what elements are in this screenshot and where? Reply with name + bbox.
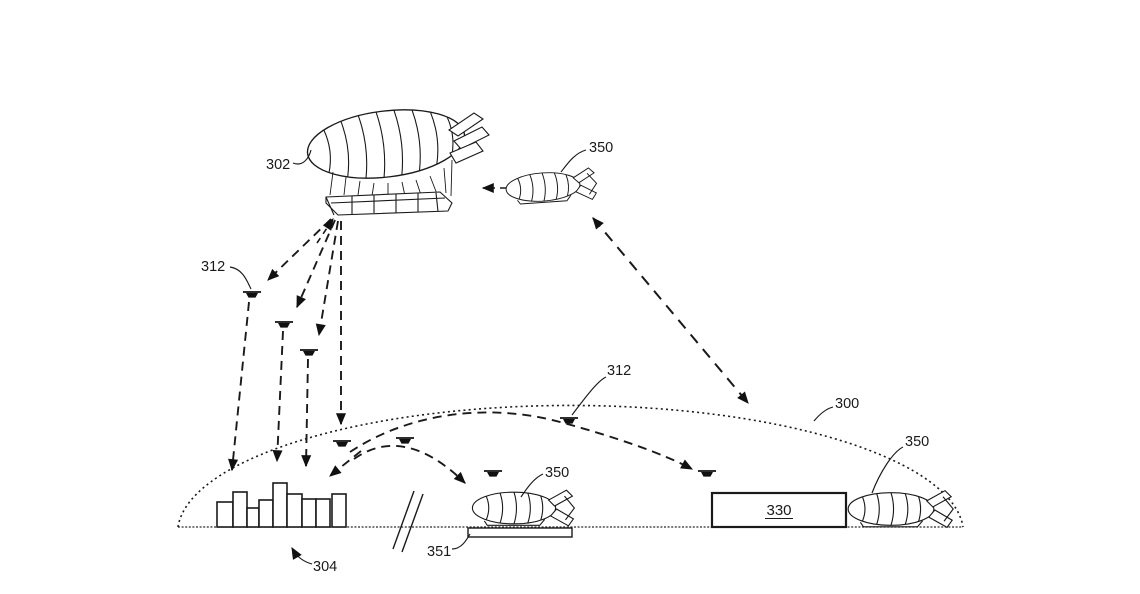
drone-312-icon xyxy=(242,291,262,299)
drone-312-icon xyxy=(299,349,319,357)
ref-312-mid: 312 xyxy=(607,363,631,379)
blimp-350-top xyxy=(504,166,599,206)
runway-351 xyxy=(467,527,573,538)
ref-350-right: 350 xyxy=(905,434,929,450)
airship-envelope xyxy=(306,109,466,179)
drone-descent-paths xyxy=(228,218,347,472)
airship-302 xyxy=(306,109,490,216)
drone-312-icon xyxy=(332,440,352,448)
building-330: 330 xyxy=(710,491,848,529)
blimp-350-right xyxy=(847,490,954,528)
ref-351: 351 xyxy=(427,544,451,560)
drone-transit-arcs xyxy=(329,411,694,484)
city-skyline-304 xyxy=(216,482,347,528)
ref-304: 304 xyxy=(313,559,337,575)
ref-300: 300 xyxy=(835,396,859,412)
ref-312-left: 312 xyxy=(201,259,225,275)
ref-350-top: 350 xyxy=(589,140,613,156)
airship-tail-fins xyxy=(448,112,490,164)
drone-312-icon xyxy=(483,470,503,478)
blimp-350-ground xyxy=(471,489,575,527)
comm-link-arrow xyxy=(592,217,749,404)
leader-lines xyxy=(229,149,904,565)
building-330-label: 330 xyxy=(766,502,791,519)
drone-312-icon xyxy=(274,321,294,329)
airship-platform xyxy=(325,191,453,216)
drone-312-icon xyxy=(395,437,415,445)
drone-312-icon xyxy=(697,470,717,478)
ref-302: 302 xyxy=(266,157,290,173)
ref-350-ground: 350 xyxy=(545,465,569,481)
drone-312-icon xyxy=(559,417,579,425)
ground-break-icon xyxy=(392,490,424,553)
